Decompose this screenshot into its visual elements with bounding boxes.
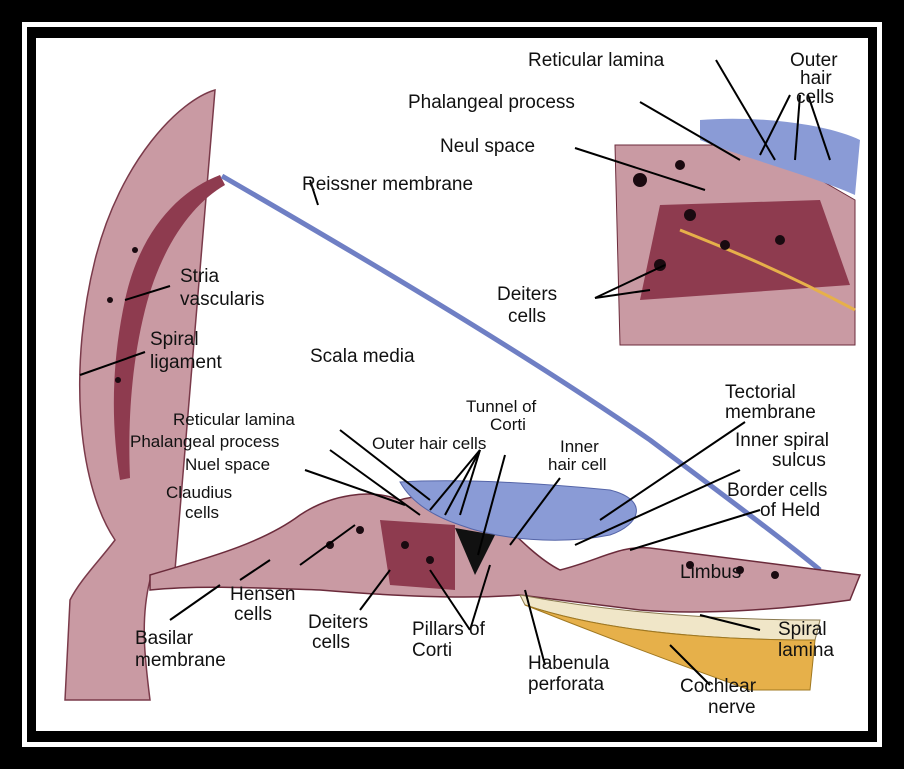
label-tectorial-1: Tectorial	[725, 382, 796, 403]
label-outer-hair-cells-top-3: cells	[796, 87, 834, 108]
spiral-ligament-shape	[65, 90, 215, 700]
label-deiters-top-2: cells	[508, 306, 546, 327]
label-tectorial-2: membrane	[725, 402, 816, 423]
label-outer-hair-cells-top-2: hair	[800, 68, 832, 89]
label-phalangeal-process-top: Phalangeal process	[408, 92, 575, 113]
label-deiters-2: cells	[312, 632, 350, 653]
label-inner-hair-2: hair cell	[548, 455, 607, 474]
label-border-1: Border cells	[727, 480, 827, 501]
label-inner-hair-1: Inner	[560, 437, 599, 456]
inset-deiters	[640, 200, 850, 300]
label-cochlear-1: Cochlear	[680, 676, 757, 697]
label-border-2: of Held	[760, 500, 820, 521]
label-spiral-lamina-2: lamina	[778, 640, 834, 661]
label-spiral-lamina-1: Spiral	[778, 619, 827, 640]
label-pillars-1: Pillars of	[412, 619, 486, 640]
label-tunnel-1: Tunnel of	[466, 397, 537, 416]
deiters-cells-shape	[380, 520, 455, 590]
label-tunnel-2: Corti	[490, 415, 526, 434]
label-nuel-space: Nuel space	[185, 455, 270, 474]
label-basilar-2: membrane	[135, 650, 226, 671]
label-neul-space: Neul space	[440, 136, 535, 157]
label-deiters-top-1: Deiters	[497, 284, 557, 305]
label-habenula-2: perforata	[528, 674, 604, 695]
label-stria-1: Stria	[180, 266, 220, 287]
label-reissner-membrane: Reissner membrane	[302, 174, 473, 195]
label-pillars-2: Corti	[412, 640, 452, 661]
label-inner-spiral-2: sulcus	[772, 450, 826, 471]
label-spiral-ligament-1: Spiral	[150, 329, 199, 350]
label-deiters-1: Deiters	[308, 612, 368, 633]
label-hensen-1: Hensen	[230, 584, 296, 605]
label-reticular-lamina: Reticular lamina	[173, 410, 295, 429]
label-spiral-ligament-2: ligament	[150, 352, 223, 373]
label-limbus: Limbus	[680, 562, 741, 583]
label-inner-spiral-1: Inner spiral	[735, 430, 829, 451]
label-cochlear-2: nerve	[708, 697, 756, 718]
label-claudius-2: cells	[185, 503, 219, 522]
label-hensen-2: cells	[234, 604, 272, 625]
label-stria-2: vascularis	[180, 289, 264, 310]
label-phalangeal-process: Phalangeal process	[130, 432, 279, 451]
label-outer-hair-cells: Outer hair cells	[372, 434, 486, 453]
label-basilar-1: Basilar	[135, 628, 194, 649]
label-scala-media: Scala media	[310, 346, 415, 367]
label-claudius-1: Claudius	[166, 483, 232, 502]
label-reticular-lamina-top: Reticular lamina	[528, 50, 665, 71]
label-habenula-1: Habenula	[528, 653, 610, 674]
